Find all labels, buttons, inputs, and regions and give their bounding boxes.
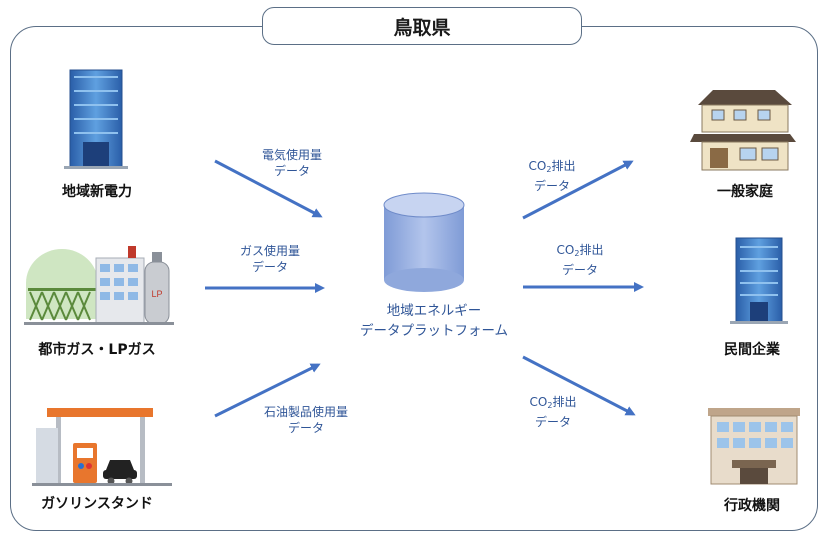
government-building-icon <box>708 408 800 485</box>
outflow-label-households: CO2排出 データ <box>528 159 576 193</box>
gas-station-icon <box>32 408 172 486</box>
inflow-arrows <box>205 159 325 418</box>
region-title: 鳥取県 <box>262 7 582 45</box>
inflow-label-oil: 石油製品使用量データ <box>263 405 349 435</box>
source-label-gasstation: ガソリンスタンド <box>41 496 153 512</box>
outflow-label-government: CO2排出 データ <box>529 395 577 429</box>
destination-label-government: 行政機関 <box>724 498 780 514</box>
source-label-gas: 都市ガス・LPガス <box>38 342 156 358</box>
power-building-icon <box>64 69 128 169</box>
outflow-label-companies: CO2排出 データ <box>556 243 604 277</box>
database-cylinder-icon <box>383 192 465 292</box>
house-icon <box>690 90 796 171</box>
source-label-power: 地域新電力 <box>62 184 132 200</box>
lp-tank-label: LP <box>151 289 162 299</box>
inflow-label-gas: ガス使用量データ <box>239 244 301 274</box>
inflow-arrow-oil <box>214 363 321 418</box>
platform-label: 地域エネルギーデータプラットフォーム <box>359 303 509 339</box>
outflow-arrows <box>522 160 644 416</box>
outflow-arrow-government <box>522 355 636 416</box>
inflow-label-electricity: 電気使用量データ <box>261 148 323 178</box>
company-building-icon <box>730 237 788 324</box>
inflow-arrow-electricity <box>214 159 323 218</box>
gas-facility-icon: LP <box>24 246 174 325</box>
destination-label-households: 一般家庭 <box>717 184 773 200</box>
outflow-arrow-households <box>522 160 634 220</box>
destination-label-companies: 民間企業 <box>724 342 780 358</box>
